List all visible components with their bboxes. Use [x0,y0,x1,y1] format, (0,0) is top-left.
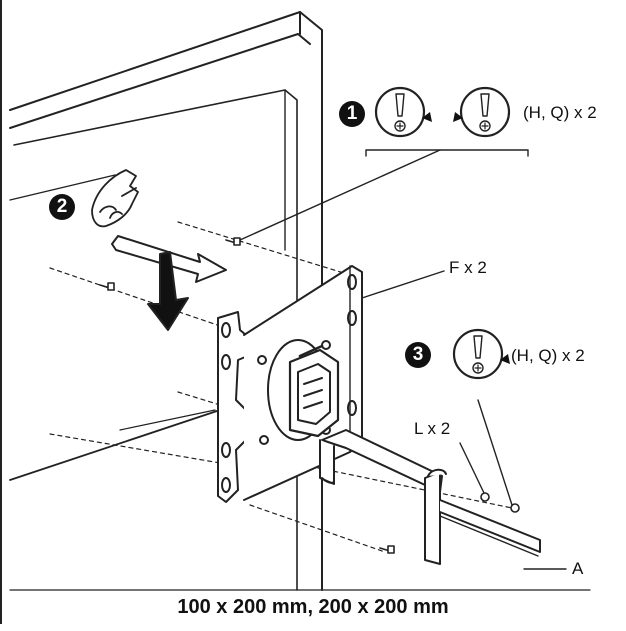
hand-illustration [91,169,139,228]
vesa-size-caption: 100 x 200 mm, 200 x 200 mm [177,596,449,618]
step-1-badge: 1 [339,101,365,127]
part-f-label: F x 2 [449,258,487,277]
screw-guide-lines [49,221,513,553]
step-1-quantity-label: (H, Q) x 2 [523,103,597,122]
tilt-mechanism [267,339,340,441]
leader-lines [239,149,567,570]
step-3-quantity-label: (H, Q) x 2 [511,346,585,365]
part-a-label: A [572,559,584,578]
step-3-badge: 3 [405,342,431,368]
step-2-badge: 2 [49,194,75,220]
articulating-arm [319,429,541,565]
screwdriver-rotate-icon-3 [452,328,510,380]
part-l-label: L x 2 [414,419,451,438]
screws [99,237,520,554]
direction-arrows [111,235,227,331]
screwdriver-rotate-icon [374,86,432,138]
screwdriver-rotate-icon-2 [453,86,511,138]
